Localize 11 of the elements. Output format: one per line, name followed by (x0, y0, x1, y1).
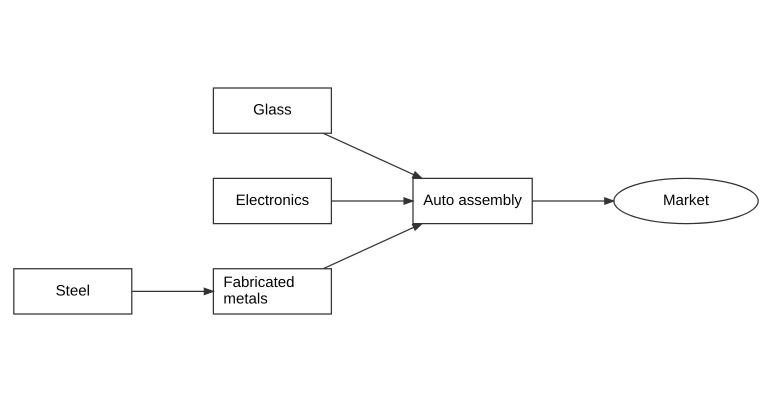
arrow (132, 287, 216, 296)
arrow (532, 197, 616, 205)
node-box: Steel (13, 268, 132, 315)
arrow (332, 197, 415, 205)
node-box: Electronics (212, 178, 332, 224)
node-box: Fabricated metals (212, 268, 332, 315)
arrow (323, 132, 424, 180)
arrow (323, 222, 424, 270)
node-box: Glass (212, 87, 332, 134)
node-ellipse: Market (613, 178, 759, 224)
node-box: Auto assembly (412, 178, 533, 224)
